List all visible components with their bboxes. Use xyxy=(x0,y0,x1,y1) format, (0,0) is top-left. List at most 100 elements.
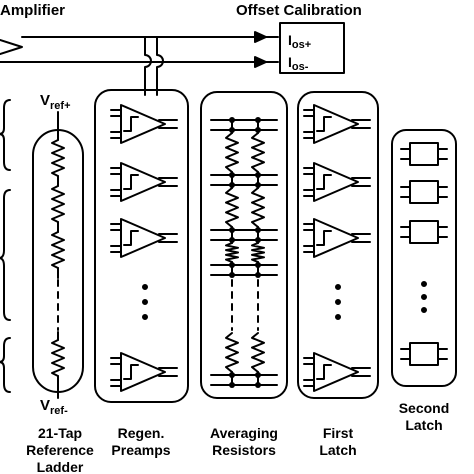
latch-box xyxy=(409,220,439,244)
offset-calibration-box xyxy=(279,22,345,74)
first-latch-triangle xyxy=(313,218,359,258)
averaging-node xyxy=(229,272,235,278)
averaging-resistor xyxy=(225,332,239,373)
brace-1 xyxy=(0,99,11,171)
second-latch-stack xyxy=(400,142,448,366)
ios-plus-label: Ios+ xyxy=(288,32,311,51)
first-latch-step-symbol xyxy=(316,230,332,246)
second-latch-label-line2: Latch xyxy=(405,417,442,433)
averaging-node xyxy=(255,372,261,378)
preamps-label-line1: Regen. xyxy=(118,425,165,441)
preamps-label-line2: Preamps xyxy=(111,442,170,458)
first-latch-step-symbol xyxy=(316,116,332,132)
preamp-step-symbol xyxy=(123,364,139,380)
averaging-node xyxy=(229,227,235,233)
preamp-triangle xyxy=(120,352,166,392)
averaging-node xyxy=(229,262,235,268)
ladder-label-line3: Ladder xyxy=(37,459,84,474)
first-latch-stack xyxy=(303,104,371,392)
averaging-resistor xyxy=(251,332,265,373)
preamp-triangle xyxy=(120,104,166,144)
amplifier-symbol xyxy=(0,39,23,55)
first-latch-step-symbol xyxy=(316,174,332,190)
preamps-enclosure xyxy=(94,89,189,403)
averaging-node xyxy=(229,237,235,243)
averaging-resistor xyxy=(251,132,265,173)
averaging-resistor xyxy=(251,187,265,228)
averaging-node xyxy=(255,382,261,388)
first-latch-triangle xyxy=(313,352,359,392)
averaging-node xyxy=(255,182,261,188)
bus-drop-left xyxy=(144,36,152,96)
averaging-label-line1: Averaging xyxy=(210,425,278,441)
preamp-step-symbol xyxy=(123,230,139,246)
averaging-node xyxy=(255,172,261,178)
first-latch-step-symbol xyxy=(316,364,332,380)
first-latch-3 xyxy=(303,218,371,258)
second-latch-1 xyxy=(400,142,448,166)
first-latch-ellipsis xyxy=(335,284,341,320)
ladder-enclosure xyxy=(32,129,84,393)
first-latch-2 xyxy=(303,162,371,202)
first-latch-label-line1: First xyxy=(323,425,354,441)
averaging-network xyxy=(210,117,278,388)
averaging-node xyxy=(229,372,235,378)
vref-plus-label: Vref+ xyxy=(40,92,71,112)
preamp-1 xyxy=(110,104,178,144)
preamp-triangle xyxy=(120,218,166,258)
first-latch-1 xyxy=(303,104,371,144)
offset-calibration-label: Offset Calibration xyxy=(236,2,362,19)
second-latch-ellipsis xyxy=(421,281,427,313)
latch-box xyxy=(409,180,439,204)
averaging-resistor xyxy=(251,242,265,263)
second-latch-4 xyxy=(400,342,448,366)
first-latch-label-line2: Latch xyxy=(319,442,356,458)
averaging-node xyxy=(229,127,235,133)
averaging-node xyxy=(255,227,261,233)
preamp-step-symbol xyxy=(123,174,139,190)
averaging-node xyxy=(255,262,261,268)
averaging-node xyxy=(255,127,261,133)
averaging-node xyxy=(229,117,235,123)
second-latch-3 xyxy=(400,220,448,244)
brace-3 xyxy=(0,337,11,393)
averaging-resistor xyxy=(225,132,239,173)
averaging-resistor xyxy=(225,242,239,263)
latch-box xyxy=(409,342,439,366)
averaging-enclosure xyxy=(200,91,288,399)
amplifier-label: Amplifier xyxy=(0,2,65,19)
averaging-resistor xyxy=(225,187,239,228)
preamps-ellipsis xyxy=(142,284,148,320)
averaging-node xyxy=(255,272,261,278)
preamp-3 xyxy=(110,218,178,258)
preamp-stack xyxy=(110,104,178,392)
latch-box xyxy=(409,142,439,166)
brace-2 xyxy=(0,189,11,321)
averaging-node xyxy=(229,382,235,388)
first-latch-triangle xyxy=(313,104,359,144)
preamp-step-symbol xyxy=(123,116,139,132)
arrow-top xyxy=(254,31,267,43)
first-latch-triangle xyxy=(313,162,359,202)
preamp-2 xyxy=(110,162,178,202)
preamp-4 xyxy=(110,352,178,392)
second-latch-enclosure xyxy=(391,129,457,387)
averaging-label-line2: Resistors xyxy=(212,442,276,458)
first-latch-4 xyxy=(303,352,371,392)
averaging-node xyxy=(255,117,261,123)
arrow-bottom xyxy=(254,56,267,68)
ios-minus-label: Ios- xyxy=(288,54,309,73)
ladder-label-line1: 21-Tap xyxy=(38,425,82,441)
averaging-node xyxy=(229,182,235,188)
bus-drop-right xyxy=(156,36,164,96)
second-latch-label-line1: Second xyxy=(399,400,450,416)
averaging-node xyxy=(229,172,235,178)
preamp-triangle xyxy=(120,162,166,202)
averaging-node xyxy=(255,237,261,243)
vref-minus-label: Vref- xyxy=(40,397,68,417)
ladder-resistor-chain xyxy=(51,111,65,399)
second-latch-2 xyxy=(400,180,448,204)
first-latch-enclosure xyxy=(297,91,379,399)
ladder-label-line2: Reference xyxy=(26,442,94,458)
